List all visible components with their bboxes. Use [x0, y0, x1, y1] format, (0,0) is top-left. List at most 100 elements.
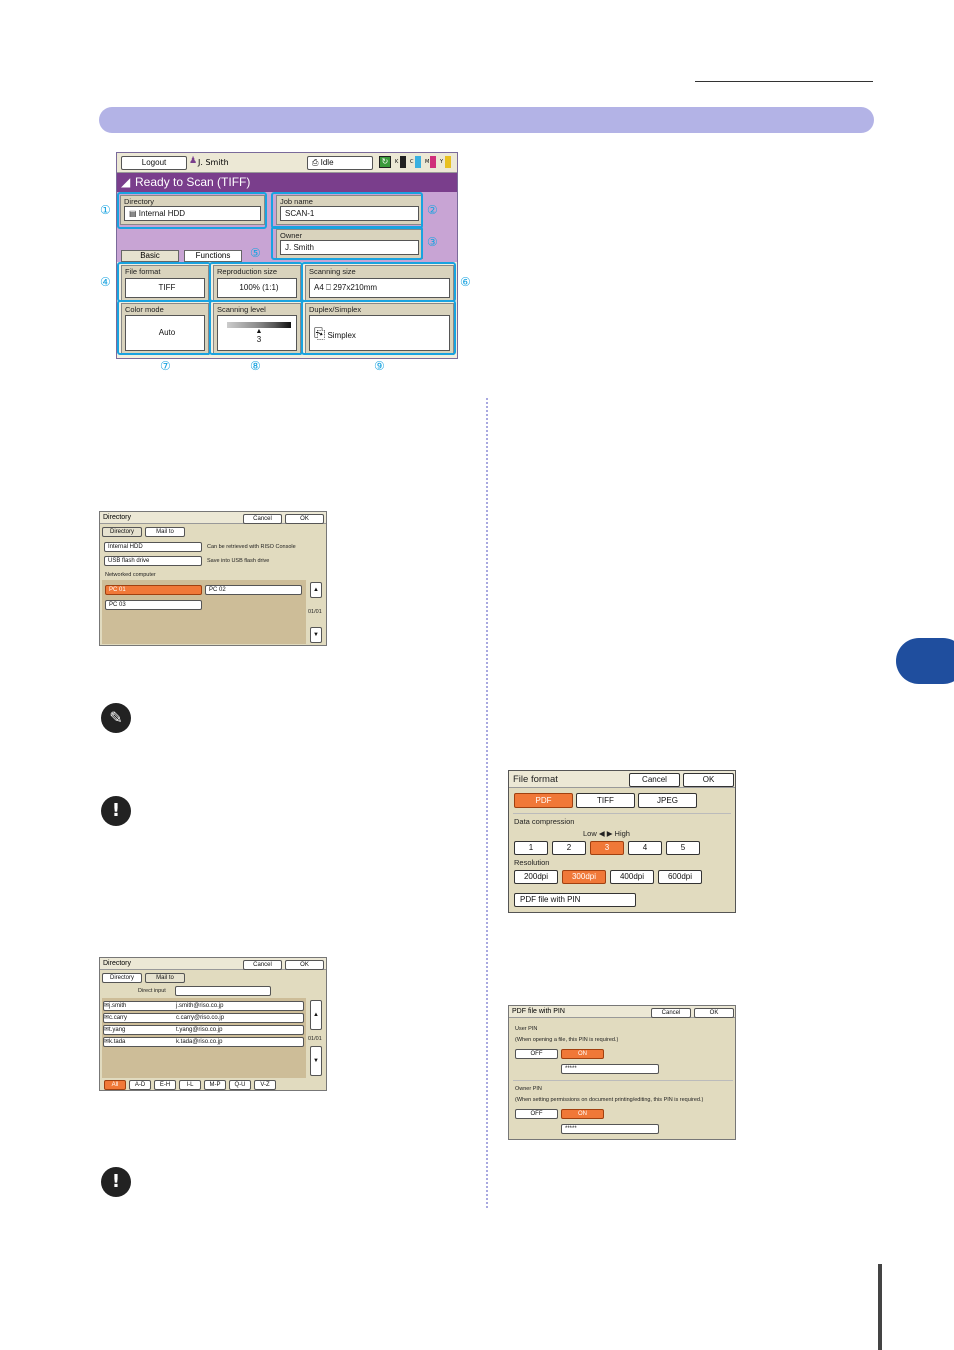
compression-3[interactable]: 3	[590, 841, 624, 855]
jobname-field[interactable]: Job name SCAN-1	[276, 195, 423, 225]
compression-1[interactable]: 1	[514, 841, 548, 855]
chapter-tab	[896, 638, 954, 684]
filter-a-d[interactable]: A-D	[129, 1080, 151, 1090]
highlight-1	[117, 192, 267, 229]
tab-basic[interactable]: Basic	[121, 250, 179, 262]
res-200-button[interactable]: 200dpi	[514, 870, 558, 884]
tab-mailto[interactable]: Mail to	[145, 973, 185, 983]
important-icon: !	[101, 1167, 131, 1197]
ink-k-level	[400, 156, 406, 168]
direct-input-field[interactable]	[175, 986, 271, 996]
scroll-up-button[interactable]: ▲	[310, 582, 322, 598]
user-name: J. Smith	[198, 158, 229, 167]
tab-mailto[interactable]: Mail to	[145, 527, 185, 537]
filter-m-p[interactable]: M-P	[204, 1080, 226, 1090]
owner-pin-label: Owner PIN	[515, 1086, 542, 1092]
repro-field[interactable]: Reproduction size 100% (1:1)	[213, 265, 301, 302]
highlight-6	[301, 262, 456, 302]
res-300-button[interactable]: 300dpi	[562, 870, 606, 884]
compression-5[interactable]: 5	[666, 841, 700, 855]
scroll-up-button[interactable]: ▲	[310, 1000, 322, 1030]
tab-directory[interactable]: Directory	[102, 973, 142, 983]
divider	[513, 1080, 733, 1081]
usb-button[interactable]: USB flash drive	[104, 556, 202, 566]
directory-value: ▤ Internal HDD	[124, 206, 261, 221]
mail-icon: ✉	[104, 1015, 110, 1021]
directory-field[interactable]: Directory ▤ Internal HDD	[120, 195, 265, 225]
internal-hdd-desc: Can be retrieved with RISO Console	[207, 544, 296, 550]
filter-all[interactable]: All	[104, 1080, 126, 1090]
dialog-title: File format	[513, 774, 558, 785]
callout-1: ①	[100, 203, 111, 217]
res-400-button[interactable]: 400dpi	[610, 870, 654, 884]
callout-3: ③	[427, 235, 438, 249]
mail-address: k.tada@riso.co.jp	[176, 1039, 223, 1045]
duplex-value-text: Simplex	[327, 331, 356, 340]
resolution-label: Resolution	[514, 858, 550, 867]
cancel-button[interactable]: Cancel	[243, 960, 282, 970]
pdf-pin-button[interactable]: PDF file with PIN	[514, 893, 636, 907]
cancel-button[interactable]: Cancel	[629, 773, 680, 787]
scansize-field[interactable]: Scanning size A4 ⎕ 297x210mm	[305, 265, 454, 302]
note-pencil-icon: ✎	[101, 703, 131, 733]
owner-pin-input[interactable]: *****	[561, 1124, 659, 1134]
format-pdf-button[interactable]: PDF	[514, 793, 573, 808]
usb-desc: Save into USB flash drive	[207, 558, 270, 564]
page-indicator: 01/01	[308, 1036, 322, 1042]
logout-button[interactable]: Logout	[121, 156, 187, 170]
user-pin-off[interactable]: OFF	[515, 1049, 558, 1059]
duplex-field[interactable]: Duplex/Simplex ⎘ Simplex	[305, 303, 454, 355]
compression-4[interactable]: 4	[628, 841, 662, 855]
user-pin-input[interactable]: *****	[561, 1064, 659, 1074]
pc02-button[interactable]: PC 02	[205, 585, 302, 595]
user-icon: ♟	[189, 156, 198, 166]
colormode-field[interactable]: Color mode Auto	[121, 303, 209, 355]
filter-q-u[interactable]: Q-U	[229, 1080, 251, 1090]
scroll-down-button[interactable]: ▼	[310, 1046, 322, 1076]
user-pin-on[interactable]: ON	[561, 1049, 604, 1059]
ok-button[interactable]: OK	[683, 773, 734, 787]
mail-address: t.yang@riso.co.jp	[176, 1027, 223, 1033]
res-600-button[interactable]: 600dpi	[658, 870, 702, 884]
internal-hdd-button[interactable]: Internal HDD	[104, 542, 202, 552]
jobname-value: SCAN-1	[280, 206, 419, 221]
mail-address: c.carry@riso.co.jp	[176, 1015, 225, 1021]
tab-directory[interactable]: Directory	[102, 527, 142, 537]
status-button[interactable]: ⎙ Idle	[307, 156, 373, 170]
header-rule	[695, 81, 873, 82]
cancel-button[interactable]: Cancel	[651, 1008, 691, 1018]
duplex-value: ⎘ Simplex	[309, 315, 450, 351]
ok-button[interactable]: OK	[285, 514, 324, 524]
refresh-icon[interactable]: ↻	[379, 156, 391, 168]
filter-v-z[interactable]: V-Z	[254, 1080, 276, 1090]
cancel-button[interactable]: Cancel	[243, 514, 282, 524]
ok-button[interactable]: OK	[285, 960, 324, 970]
ok-button[interactable]: OK	[694, 1008, 734, 1018]
fileformat-field[interactable]: File format TIFF	[121, 265, 209, 302]
format-jpeg-button[interactable]: JPEG	[638, 793, 697, 808]
fileformat-value: TIFF	[125, 278, 205, 298]
column-divider	[486, 398, 488, 1208]
scroll-down-button[interactable]: ▼	[310, 627, 322, 643]
pc01-button[interactable]: PC 01	[105, 585, 202, 595]
level-scale	[227, 322, 291, 328]
owner-pin-off[interactable]: OFF	[515, 1109, 558, 1119]
format-tiff-button[interactable]: TIFF	[576, 793, 635, 808]
mail-address: j.smith@riso.co.jp	[176, 1003, 224, 1009]
filter-i-l[interactable]: I-L	[179, 1080, 201, 1090]
filter-e-h[interactable]: E-H	[154, 1080, 176, 1090]
tab-functions[interactable]: Functions	[184, 250, 242, 262]
compression-2[interactable]: 2	[552, 841, 586, 855]
ink-m-label: M	[425, 159, 430, 165]
pc03-button[interactable]: PC 03	[105, 600, 202, 610]
owner-pin-on[interactable]: ON	[561, 1109, 604, 1119]
callout-5: ⑤	[250, 246, 261, 260]
level-marker: ▲	[255, 328, 263, 335]
ink-y-level	[445, 156, 451, 168]
scanlevel-value: ▲ 3	[217, 315, 297, 351]
compression-label: Data compression	[514, 817, 575, 826]
